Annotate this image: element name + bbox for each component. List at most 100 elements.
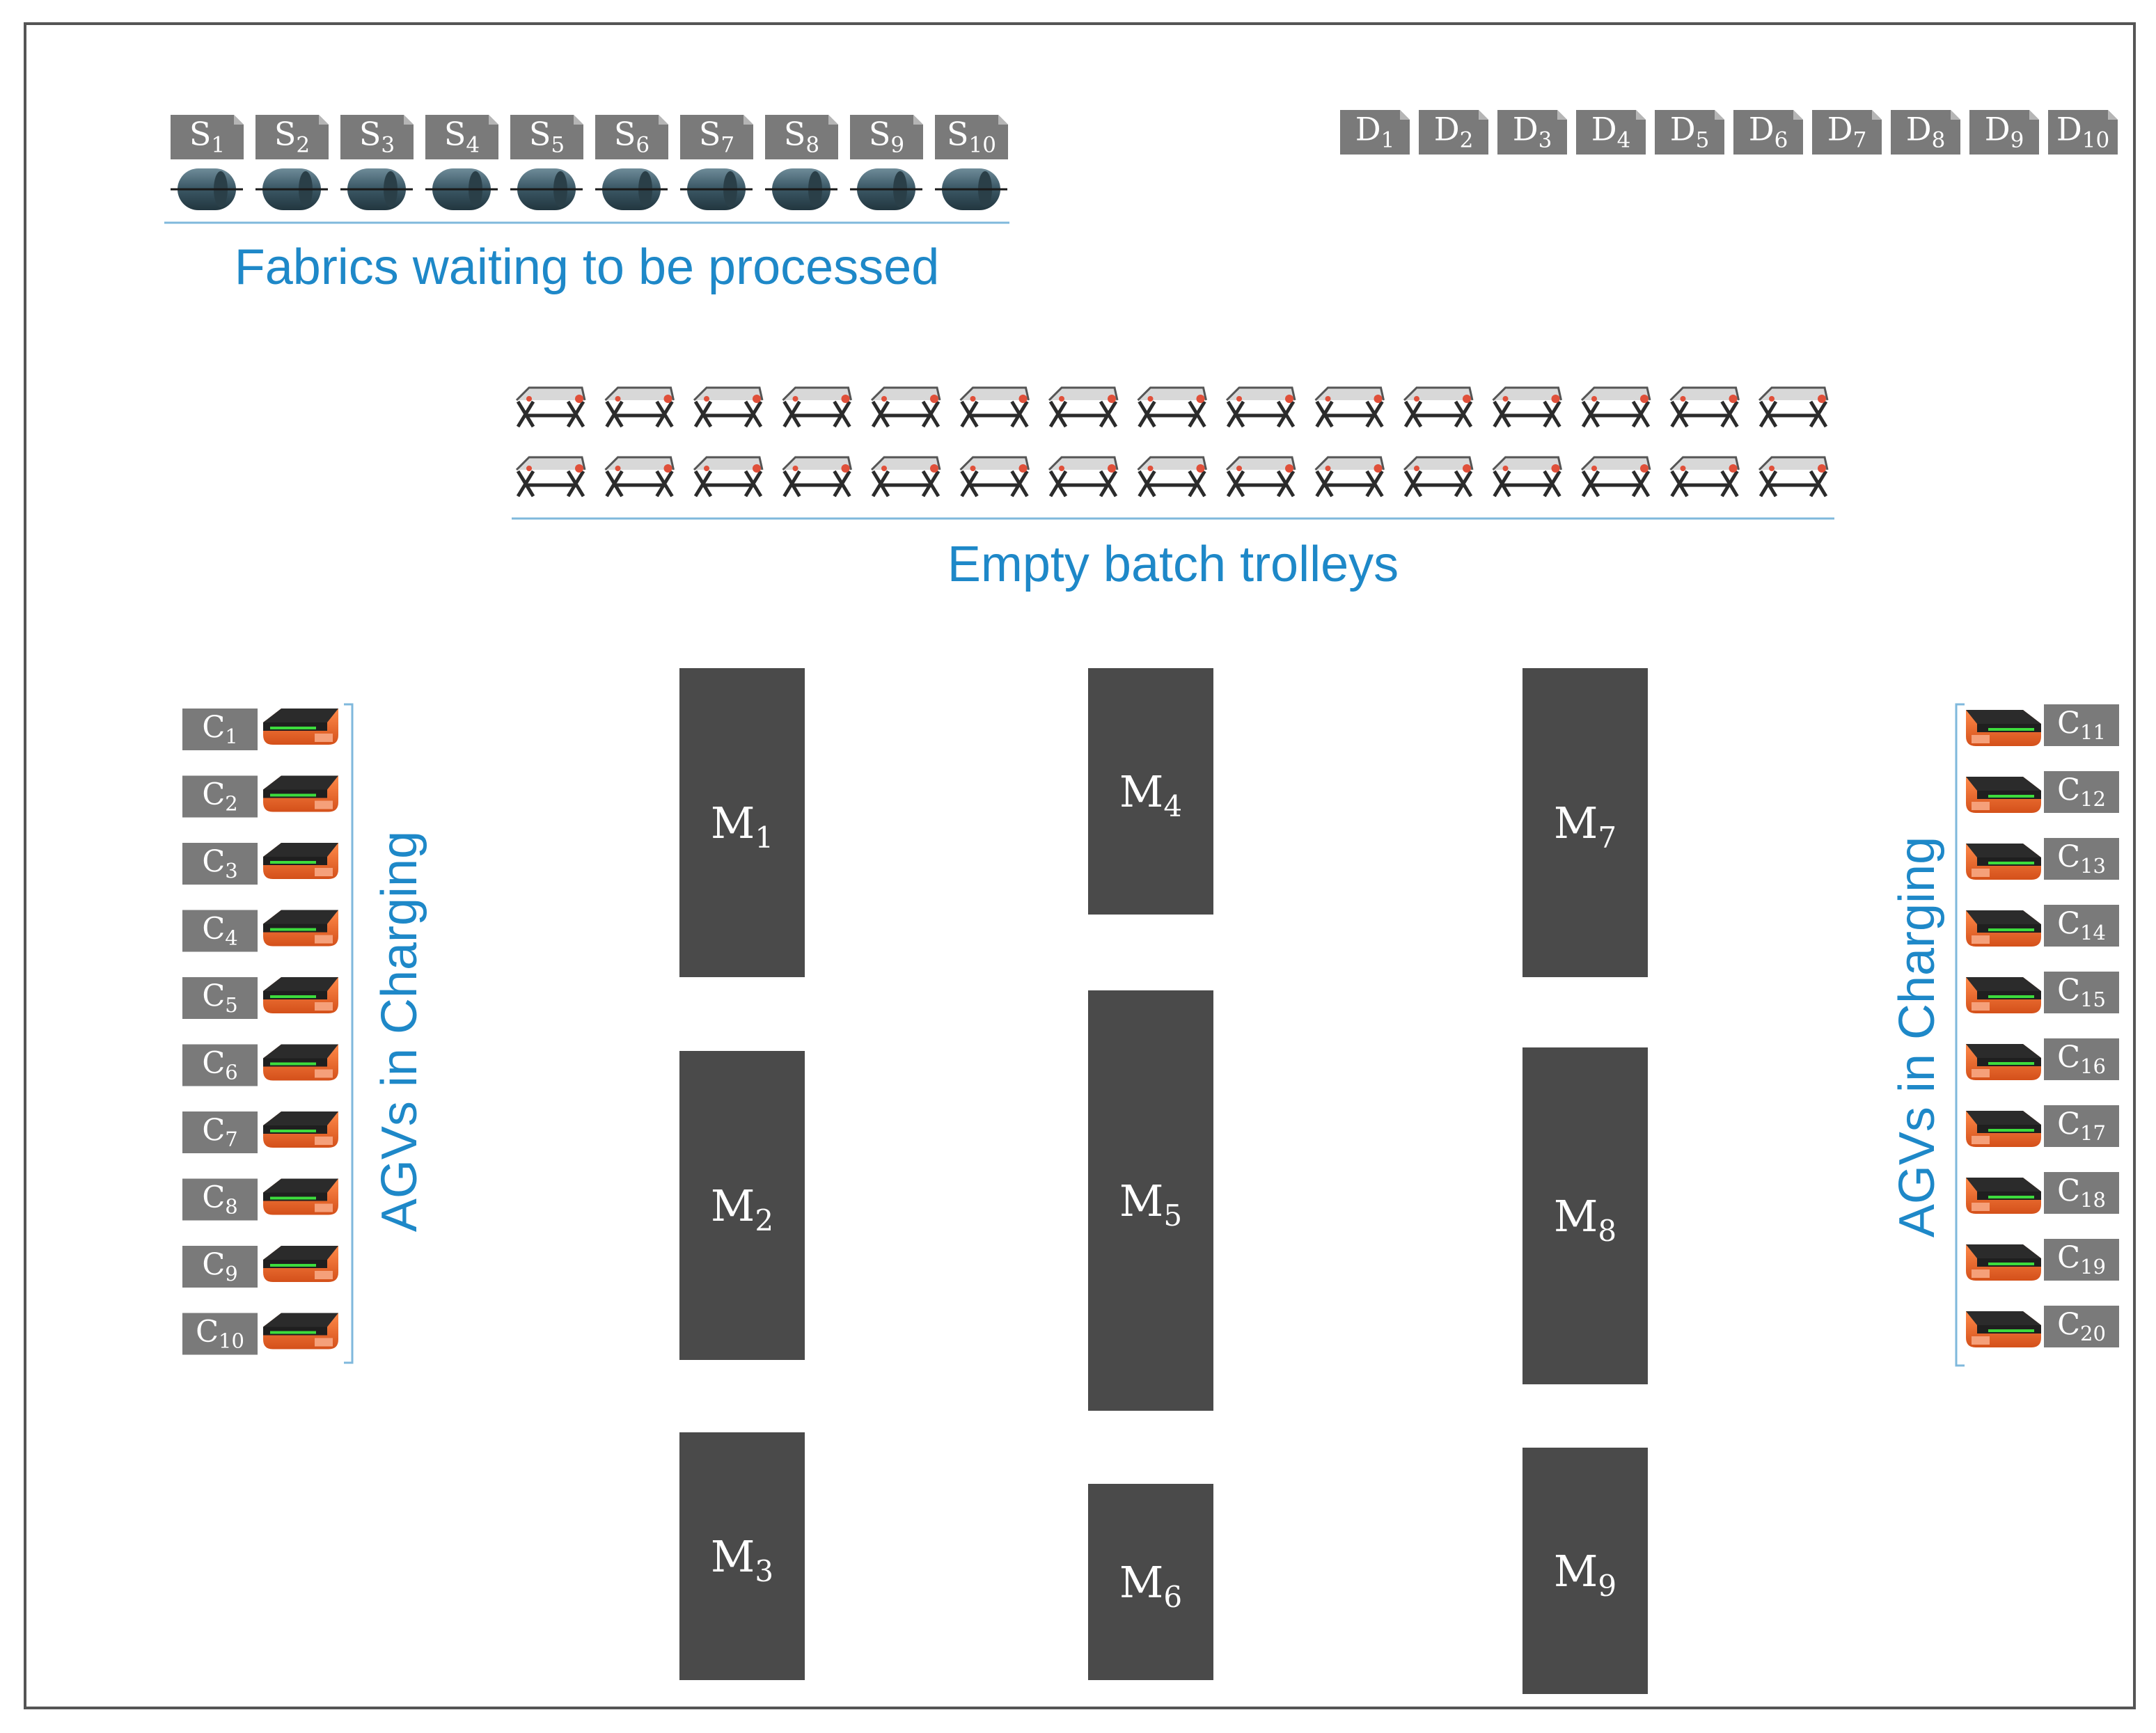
charger-tag-label: C9 [202,1247,237,1285]
trolley-top [1314,456,1385,471]
destination-station-tag-label-letter: D [1434,111,1460,148]
machine-label-letter: M [711,1531,755,1582]
trolley-frame [1048,470,1118,498]
charger-tag-label: C19 [2057,1240,2106,1279]
charger-tag-label-letter: C [202,1045,225,1080]
charger-tag-label-letter: C [202,1180,225,1214]
trolley-marker [663,464,672,473]
trolley-marker [1769,396,1775,402]
trolley-marker [1680,466,1686,471]
destination-station-tag-fold [1479,110,1488,120]
trolley-marker [1236,466,1242,471]
source-station-tag-fold [659,115,668,125]
trolley-frame [516,470,585,498]
charger-tag-label-index: 8 [225,1194,237,1218]
agv-top [1966,777,2041,791]
destination-station-tag-label: D4 [1591,111,1631,153]
destination-station-tag: D3 [1497,110,1567,155]
agv-top [1966,1111,2041,1125]
charger-tag-shape [182,1313,258,1355]
trolley-marker [792,396,798,402]
source-station-tag-shape [935,115,1008,159]
agv-icon [1966,1111,2041,1147]
agv-panel [1972,1069,1990,1077]
trolley-frame [1493,470,1561,498]
source-station-tag-label-index: 7 [721,133,734,158]
source-station-tag-label-letter: S [444,116,466,153]
trolley-marker [1059,466,1064,471]
machine-label-letter: M [1119,766,1163,817]
source-station-tag-label-index: 4 [466,133,480,158]
trolley-frame [1315,400,1384,428]
destination-station-tag-label: D5 [1670,111,1710,153]
machine-label-index: 4 [1163,789,1182,823]
batch-trolley-icon [1225,386,1296,428]
machine-block [679,668,805,977]
charger-tag-shape [2044,838,2119,880]
agv-top [263,1246,338,1260]
batch-trolley-icon [870,386,941,428]
charger-tag: C14 [2044,905,2119,947]
agv-icon [1966,977,2041,1013]
trolley-marker [1236,396,1242,402]
machine-label-index: 6 [1163,1580,1182,1614]
source-station-tag-fold [404,115,414,125]
charger-tag: C12 [2044,771,2119,813]
batch-trolley-icon [1758,456,1829,498]
destination-station-tag: D8 [1891,110,1960,155]
trolley-top [515,456,586,471]
agv-icon [1966,844,2041,880]
source-station-tag: S3 [340,115,414,159]
agv-top [263,977,338,991]
trolley-top [870,386,941,402]
source-station-tag-label-index: 2 [296,133,310,158]
destination-station-tag-label-index: 3 [1539,128,1552,153]
charger-tag: C6 [182,1044,258,1086]
trolley-frame [1403,400,1473,428]
source-station-tag-label: S2 [274,116,310,158]
source-station-tag-label: S3 [359,116,395,158]
agv-panel [1972,1002,1990,1011]
source-station-tag: S6 [595,115,668,159]
machine-label-index: 5 [1163,1198,1182,1233]
source-station-tag-label: S1 [189,116,225,158]
batch-trolley-icon [1580,456,1651,498]
trolley-marker [1502,466,1509,471]
trolley-marker [1414,396,1419,402]
trolley-top [604,456,675,471]
charger-tag-label-index: 18 [2080,1188,2106,1212]
charger-tag-label: C12 [2057,773,2106,811]
source-station-tag-label-index: 3 [381,133,395,158]
trolley-marker [704,396,709,402]
charger-tag-label-letter: C [202,1247,225,1282]
destination-station-tag-fold [1400,110,1410,120]
batch-trolley-icon [1225,456,1296,498]
destination-station-tag-fold [1951,110,1960,120]
batch-trolley-icon [1314,456,1385,498]
batch-trolley-icon [693,386,764,428]
agv-top [1966,910,2041,924]
source-station-tag-shape [680,115,753,159]
trolley-marker [881,466,887,471]
machine: M1 [679,668,805,977]
destination-station-tag-shape [1419,110,1488,155]
source-station-tag-fold [913,115,923,125]
trolley-marker [663,395,672,403]
trolley-top [782,456,852,471]
trolley-top [1758,386,1829,402]
source-station-tag-fold [828,115,838,125]
trolley-frame [605,400,674,428]
agv-icon [1966,1244,2041,1281]
machine-block [1088,668,1213,915]
destination-station-tag-label-letter: D [1670,111,1696,148]
machine-label: M5 [1119,1176,1182,1233]
trolley-marker [526,466,532,471]
batch-trolley-icon [1403,386,1474,428]
fabric-roll-icon [255,168,328,210]
machine-label-letter: M [1119,1176,1163,1226]
machine-label-letter: M [711,1180,755,1231]
agv-panel [1972,802,1990,810]
agv-top [263,1044,338,1059]
source-station-tag-fold [743,115,753,125]
